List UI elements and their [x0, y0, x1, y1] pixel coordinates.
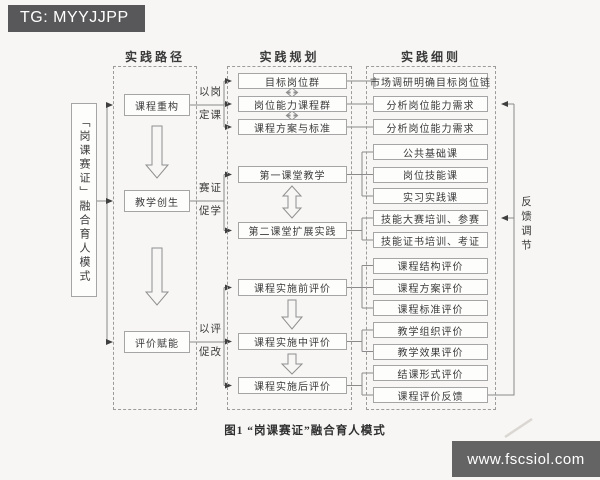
link-label-contest-cert: 赛证 促学 [199, 183, 222, 217]
node-course-rebuild: 课程重构 [124, 94, 190, 116]
node-market-research: 市场调研明确目标岗位链 [370, 73, 490, 89]
node-course-standards: 课程方案与标准 [238, 119, 347, 135]
node-teaching-create: 教学创生 [124, 190, 190, 212]
feedback-label: 反馈调节 [520, 196, 531, 254]
node-cert-training: 技能证书培训、考证 [373, 232, 488, 248]
detail-group-frame [366, 66, 496, 410]
node-mid-eval: 课程实施中评价 [238, 333, 347, 350]
node-eval-feedback: 课程评价反馈 [373, 387, 488, 403]
node-standard-eval: 课程标准评价 [373, 300, 488, 316]
node-second-classroom: 第二课堂扩展实践 [238, 222, 347, 239]
watermark-badge: www.fscsiol.com [452, 441, 600, 477]
channel-badge: TG: MYYJJPP [8, 5, 145, 32]
path-group-frame [113, 66, 197, 410]
node-eval-empower: 评价赋能 [124, 331, 190, 353]
node-target-posts: 目标岗位群 [238, 73, 347, 89]
node-ability-demand-2: 分析岗位能力需求 [373, 119, 488, 135]
node-post-skill: 岗位技能课 [373, 166, 488, 183]
node-public-basic: 公共基础课 [373, 144, 488, 160]
column-header-plan: 实践规划 [259, 50, 320, 64]
node-ability-demand-1: 分析岗位能力需求 [373, 96, 488, 112]
figure-caption: 图1 “岗课赛证”融合育人模式 [224, 425, 386, 437]
node-internship: 实习实践课 [373, 188, 488, 204]
link-label-post-course: 以岗 定课 [199, 87, 222, 121]
node-effect-eval: 教学效果评价 [373, 343, 488, 360]
column-header-path: 实践路径 [124, 50, 185, 64]
plan-group-frame [227, 66, 352, 410]
node-first-classroom: 第一课堂教学 [238, 166, 347, 183]
link-label-eval-improve: 以评 促改 [199, 324, 222, 358]
model-spine-line [97, 102, 113, 345]
node-post-eval: 课程实施后评价 [238, 377, 347, 394]
node-scheme-eval: 课程方案评价 [373, 279, 488, 295]
node-pre-eval: 课程实施前评价 [238, 279, 347, 296]
node-final-form-eval: 结课形式评价 [373, 365, 488, 381]
fusion-model-box: 「岗课赛证」融合育人模式 [71, 103, 97, 297]
node-ability-courses: 岗位能力课程群 [238, 96, 347, 112]
node-organize-eval: 教学组织评价 [373, 322, 488, 338]
column-header-detail: 实践细则 [400, 50, 461, 64]
node-contest-training: 技能大赛培训、参赛 [373, 210, 488, 226]
node-structure-eval: 课程结构评价 [373, 257, 488, 274]
